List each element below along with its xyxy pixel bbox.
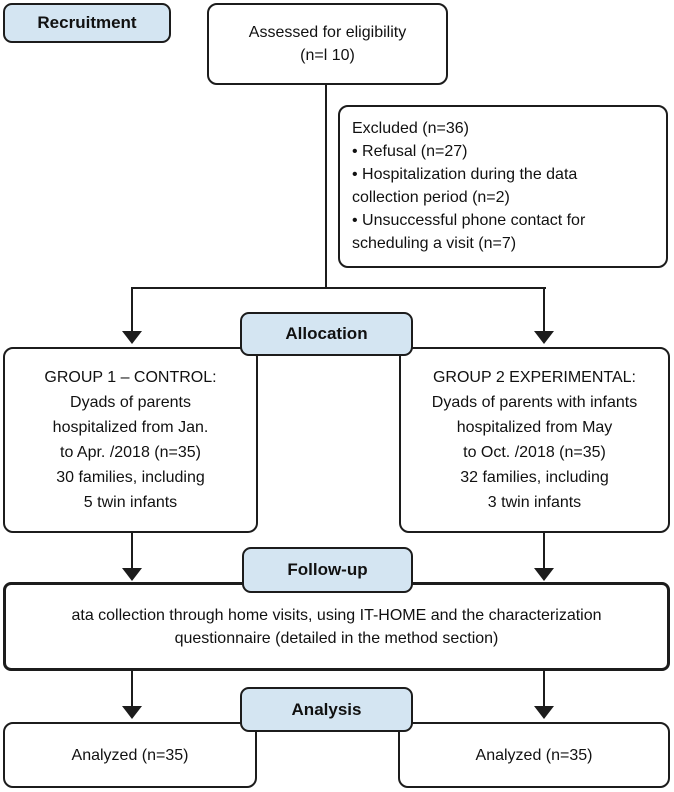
analysis-stage-text: Analysis [291,699,362,719]
connector-group1-to-followup-shaft [131,533,133,569]
group2-line-3: hospitalized from May [456,419,613,436]
connector-followup-to-analysis-right-shaft [543,671,545,707]
group1-line-4: to Apr. /2018 (n=35) [60,444,201,461]
allocation-stage-text: Allocation [285,324,368,343]
arrowhead-group1-to-followup [122,568,142,581]
excluded-line-6: scheduling a visit (n=7) [352,235,517,252]
group2-experimental-box: GROUP 2 EXPERIMENTAL: Dyads of parents w… [399,347,670,533]
excluded-line-5: • Unsuccessful phone contact for [352,212,586,229]
allocation-stage-label: Allocation [240,312,413,356]
excluded-line-4: collection period (n=2) [352,189,510,206]
assessed-line-2: (n=l 10) [300,47,355,64]
followup-stage-label: Follow-up [242,547,413,593]
data-collection-line-1: ata collection through home visits, usin… [71,606,602,624]
group1-line-2: Dyads of parents [70,394,191,411]
connector-group2-to-followup-shaft [543,533,545,569]
group2-line-4: to Oct. /2018 (n=35) [463,444,606,461]
connector-assessed-to-branch [325,85,327,289]
data-collection-box: ata collection through home visits, usin… [3,582,670,671]
group1-line-5: 30 families, including [56,469,205,486]
group1-line-1: GROUP 1 – CONTROL: [44,369,217,386]
connector-branch-horizontal [131,287,546,289]
recruitment-stage-label: Recruitment [3,3,171,43]
recruitment-stage-text: Recruitment [37,13,137,32]
arrowhead-to-analyzed-left [122,706,142,719]
group1-line-3: hospitalized from Jan. [52,419,209,436]
connector-branch-right-shaft [543,287,545,332]
connector-branch-left-shaft [131,287,133,332]
analysis-stage-label: Analysis [240,687,413,732]
analyzed-left-text: Analyzed (n=35) [71,746,189,764]
connector-followup-to-analysis-left-shaft [131,671,133,707]
data-collection-line-2: questionnaire (detailed in the method se… [174,629,499,647]
arrowhead-to-group1 [122,331,142,344]
assessed-eligibility-box: Assessed for eligibility (n=l 10) [207,3,448,85]
arrowhead-to-analyzed-right [534,706,554,719]
excluded-line-3: • Hospitalization during the data [352,166,578,183]
analyzed-right-box: Analyzed (n=35) [398,722,670,788]
excluded-line-1: Excluded (n=36) [352,120,469,137]
arrowhead-to-group2 [534,331,554,344]
excluded-line-2: • Refusal (n=27) [352,143,468,160]
group2-line-1: GROUP 2 EXPERIMENTAL: [432,369,636,386]
excluded-box: Excluded (n=36) • Refusal (n=27) • Hospi… [338,105,668,268]
analyzed-left-box: Analyzed (n=35) [3,722,257,788]
group2-line-6: 3 twin infants [487,494,582,511]
group2-line-2: Dyads of parents with infants [431,394,638,411]
arrowhead-group2-to-followup [534,568,554,581]
assessed-line-1: Assessed for eligibility [248,24,407,41]
analyzed-right-text: Analyzed (n=35) [475,746,593,764]
group1-line-6: 5 twin infants [83,494,178,511]
group2-line-5: 32 families, including [460,469,609,486]
group1-control-box: GROUP 1 – CONTROL: Dyads of parents hosp… [3,347,258,533]
followup-stage-text: Follow-up [287,560,368,579]
